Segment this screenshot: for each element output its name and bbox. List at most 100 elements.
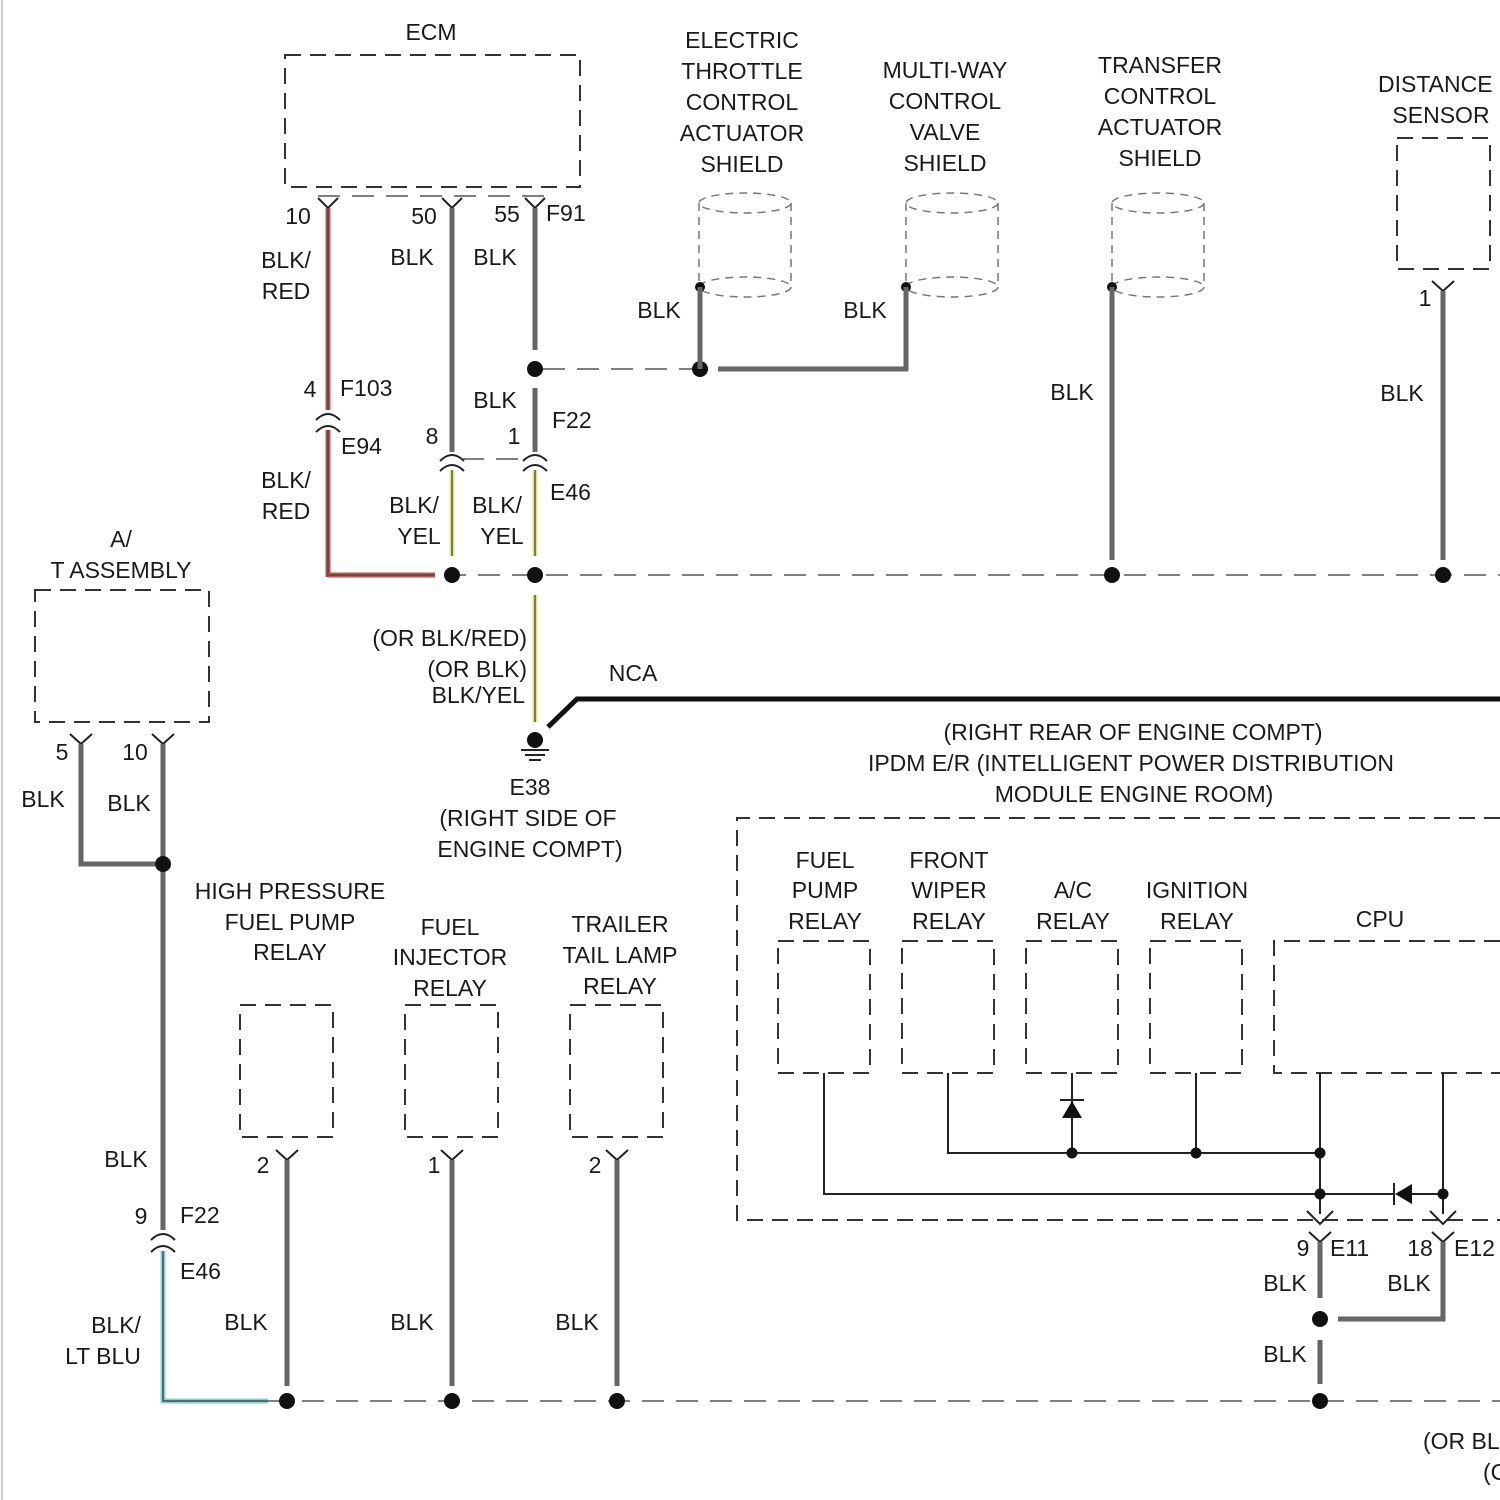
ecm-pin-50: 50 (411, 203, 437, 229)
junction-bus-535 (527, 567, 543, 583)
lower-ground-bus (268, 1393, 1500, 1409)
multiway-label-2: CONTROL (889, 88, 1002, 114)
junction-lower-287 (279, 1393, 295, 1409)
ipdm-ign-label-1: IGNITION (1146, 877, 1248, 903)
ipdm-ign-relay-box (1150, 941, 1242, 1073)
junction-at (155, 856, 171, 872)
throttle-label-5: SHIELD (700, 151, 783, 177)
ipdm-ac-label-1: A/C (1054, 877, 1092, 903)
wire-color-at5: BLK (21, 786, 65, 812)
junction-lower-452 (444, 1393, 460, 1409)
ipdm-cpu-box (1274, 941, 1500, 1073)
wire-color-e12: BLK (1387, 1270, 1431, 1296)
transfer-label-1: TRANSFER (1098, 52, 1222, 78)
hp-label-1: HIGH PRESSURE (195, 878, 385, 904)
wire-color-ecm10-top-1: BLK/ (261, 247, 311, 273)
e12-pin-18: 18 (1407, 1235, 1433, 1261)
wire-color-f22: BLK (473, 387, 517, 413)
ecm-component: ECM 10 50 55 F91 (285, 19, 586, 229)
throttle-label-4: ACTUATOR (680, 120, 804, 146)
ground-e38: (OR BLK/RED) (OR BLK) BLK/YEL NCA E38 (R… (372, 595, 1500, 862)
trl-label-1: TRAILER (571, 911, 668, 937)
wire-color-e11-down: BLK (1263, 1341, 1307, 1367)
junction-shield-ecm (527, 361, 543, 377)
ipdm-ac-relay-box (1026, 941, 1118, 1073)
trl-pin-2: 2 (589, 1152, 602, 1178)
throttle-shield: ELECTRIC THROTTLE CONTROL ACTUATOR SHIEL… (637, 27, 804, 369)
ipdm-label-3: MODULE ENGINE ROOM) (995, 781, 1274, 807)
ground-alt-color-2: (OR BLK) (427, 656, 527, 682)
junction-bus-450 (444, 567, 460, 583)
trailer-tail-lamp-relay: TRAILER TAIL LAMP RELAY 2 BLK (555, 911, 677, 1386)
distance-label-1: DISTANCE (1378, 71, 1493, 97)
hp-fuel-pump-relay: HIGH PRESSURE FUEL PUMP RELAY 2 BLK (195, 878, 385, 1386)
wire-color-trl: BLK (555, 1309, 599, 1335)
throttle-label-1: ELECTRIC (685, 27, 799, 53)
ground-alt-color-1: (OR BLK/RED) (372, 625, 527, 651)
connector-e94: E94 (341, 433, 382, 459)
multiway-label-4: SHIELD (903, 150, 986, 176)
wire-color-throttle: BLK (637, 297, 681, 323)
junction-lower-1320 (1312, 1393, 1328, 1409)
at-pin-5: 5 (56, 739, 69, 765)
at-pin-10: 10 (122, 739, 148, 765)
wire-color-hp: BLK (224, 1309, 268, 1335)
wire-color-at10: BLK (107, 790, 151, 816)
ground-location-1: (RIGHT SIDE OF (439, 805, 616, 831)
e94-pin-4: 4 (304, 376, 317, 402)
edge-label-1: (OR BL (1423, 1428, 1500, 1454)
connector-f22: F22 (552, 407, 592, 433)
transfer-label-4: SHIELD (1118, 145, 1201, 171)
nca-label: NCA (609, 660, 658, 686)
connector-f91: F91 (546, 200, 586, 226)
distance-label-2: SENSOR (1392, 102, 1489, 128)
ecm-pin10-fork (318, 198, 338, 208)
multiway-label-1: MULTI-WAY (883, 57, 1008, 83)
junction-bus-1443 (1435, 567, 1451, 583)
ecm-pin50-wire: BLK 8 BLK/ YEL (389, 208, 464, 556)
e46-pin-1: 1 (508, 423, 521, 449)
wire-color-ecm50: BLK (390, 244, 434, 270)
ipdm-fuel-pump-label-2: PUMP (792, 877, 858, 903)
inj-label-2: INJECTOR (393, 944, 508, 970)
ipdm-label-2: IPDM E/R (INTELLIGENT POWER DISTRIBUTION (868, 750, 1394, 776)
ipdm-cpu-label: CPU (1356, 906, 1405, 932)
ecm-pin55-wire: BLK BLK F22 1 E46 BLK/ YEL (472, 208, 592, 556)
hp-label-2: FUEL PUMP (225, 909, 356, 935)
wire-color-e46-9-2: LT BLU (65, 1343, 141, 1369)
e46-pin-8: 8 (426, 423, 439, 449)
ipdm-wiper-label-3: RELAY (912, 908, 986, 934)
junction-e11-e12 (1312, 1311, 1328, 1327)
wire-color-ecm10-bottom-2: RED (262, 498, 311, 524)
ecm-label: ECM (405, 19, 456, 45)
ecm-pin-55: 55 (494, 201, 520, 227)
wire-color-e46-8-2: YEL (397, 523, 441, 549)
at-label-1: A/ (110, 526, 132, 552)
throttle-label-2: THROTTLE (681, 58, 802, 84)
wire-color-at-down: BLK (104, 1146, 148, 1172)
transfer-label-3: ACTUATOR (1098, 114, 1222, 140)
ecm-pin55-fork (525, 198, 545, 208)
fuel-injector-relay: FUEL INJECTOR RELAY 1 BLK (390, 914, 507, 1386)
ground-location-2: ENGINE COMPT) (437, 836, 622, 862)
e11-pin-9: 9 (1297, 1235, 1310, 1261)
inj-pin-1: 1 (428, 1152, 441, 1178)
ipdm-wiper-relay-box (902, 941, 994, 1073)
ipdm-fuel-pump-relay-box (778, 941, 870, 1073)
junction-lower-617 (609, 1393, 625, 1409)
distance-sensor: DISTANCE SENSOR 1 BLK (1378, 71, 1493, 560)
wire-color-distance: BLK (1380, 380, 1424, 406)
ipdm-er: (RIGHT REAR OF ENGINE COMPT) IPDM E/R (I… (737, 719, 1500, 1384)
cpu-diode (1395, 1184, 1412, 1204)
hp-pin-2: 2 (257, 1152, 270, 1178)
ipdm-ign-label-2: RELAY (1160, 908, 1234, 934)
ipdm-fuel-pump-label-3: RELAY (788, 908, 862, 934)
upper-ground-bus (444, 567, 1500, 583)
transfer-shield: TRANSFER CONTROL ACTUATOR SHIELD BLK (1050, 52, 1222, 560)
wire-color-e46-1-1: BLK/ (472, 492, 522, 518)
hp-label-3: RELAY (253, 939, 327, 965)
wire-color-transfer: BLK (1050, 379, 1094, 405)
wire-color-e11: BLK (1263, 1270, 1307, 1296)
connector-f22-b: F22 (180, 1202, 220, 1228)
connector-e12: E12 (1454, 1235, 1495, 1261)
